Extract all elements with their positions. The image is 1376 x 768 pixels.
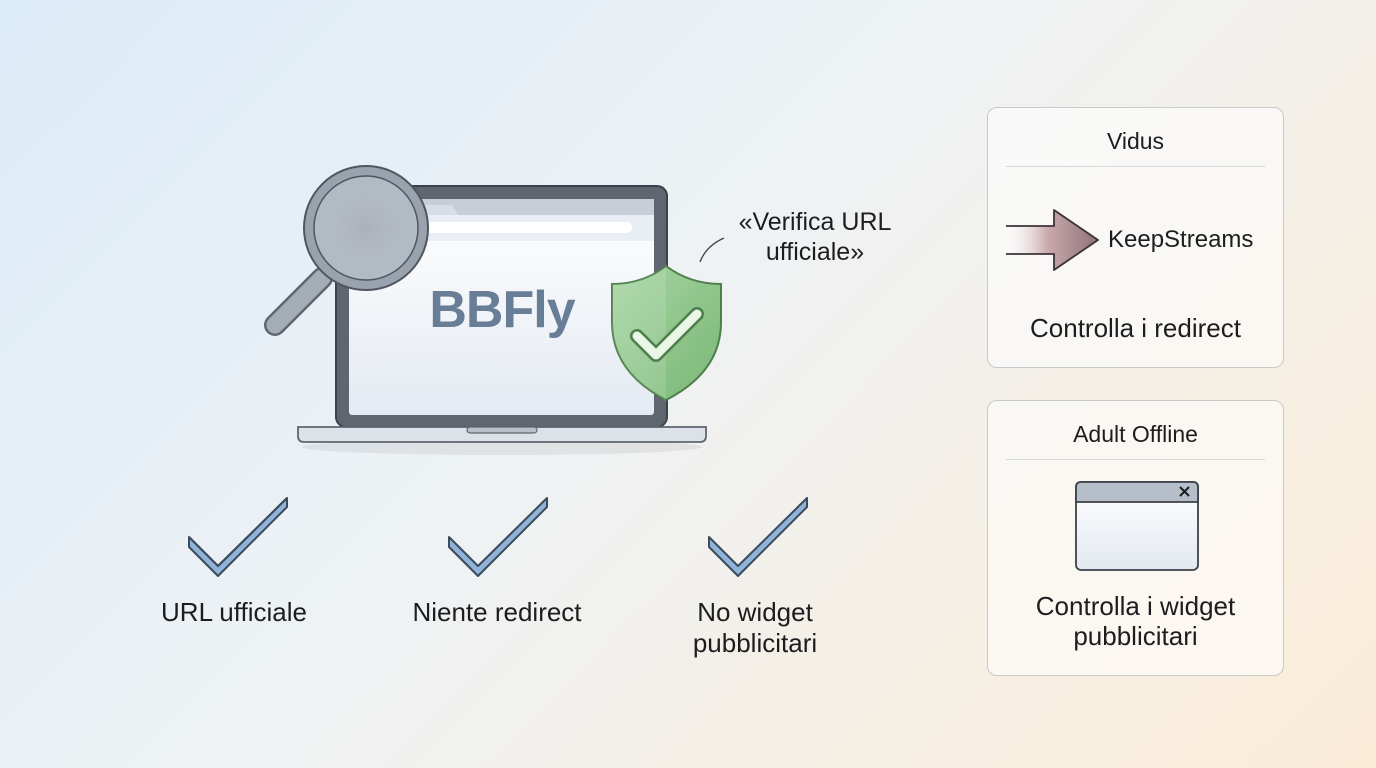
checkmark-icon [448, 497, 548, 577]
check-label-no-ads: No widget pubblicitari [692, 597, 818, 658]
arrow-right-icon [1006, 209, 1099, 271]
verify-url-callout: «Verifica URL ufficiale» [738, 208, 892, 266]
checkmark-icon [188, 497, 288, 577]
callout-pointer [699, 237, 725, 263]
widgets-card-title: Adult Offline [1073, 421, 1198, 447]
check-label-no-redirect: Niente redirect [412, 597, 582, 627]
card-divider [1006, 166, 1265, 167]
magnifier-icon [264, 165, 429, 336]
shield-check-icon [611, 264, 722, 402]
redirect-destination: KeepStreams [1108, 226, 1254, 253]
close-icon [1179, 486, 1190, 497]
laptop-brand-text: BBFly [429, 281, 575, 339]
redirect-card-title: Vidus [1106, 128, 1165, 154]
checkmark-icon [708, 497, 808, 577]
widgets-card: Adult Offline Controlla i widget pubblic… [987, 400, 1284, 676]
redirect-card: Vidus KeepStreams Controlla i redirect [987, 107, 1284, 368]
check-label-official-url: URL ufficiale [161, 597, 307, 627]
redirect-card-caption: Controlla i redirect [1030, 313, 1241, 343]
window-popup-icon [1075, 481, 1199, 571]
card-divider [1006, 459, 1265, 460]
widgets-card-caption: Controlla i widget pubblicitari [1035, 591, 1236, 651]
